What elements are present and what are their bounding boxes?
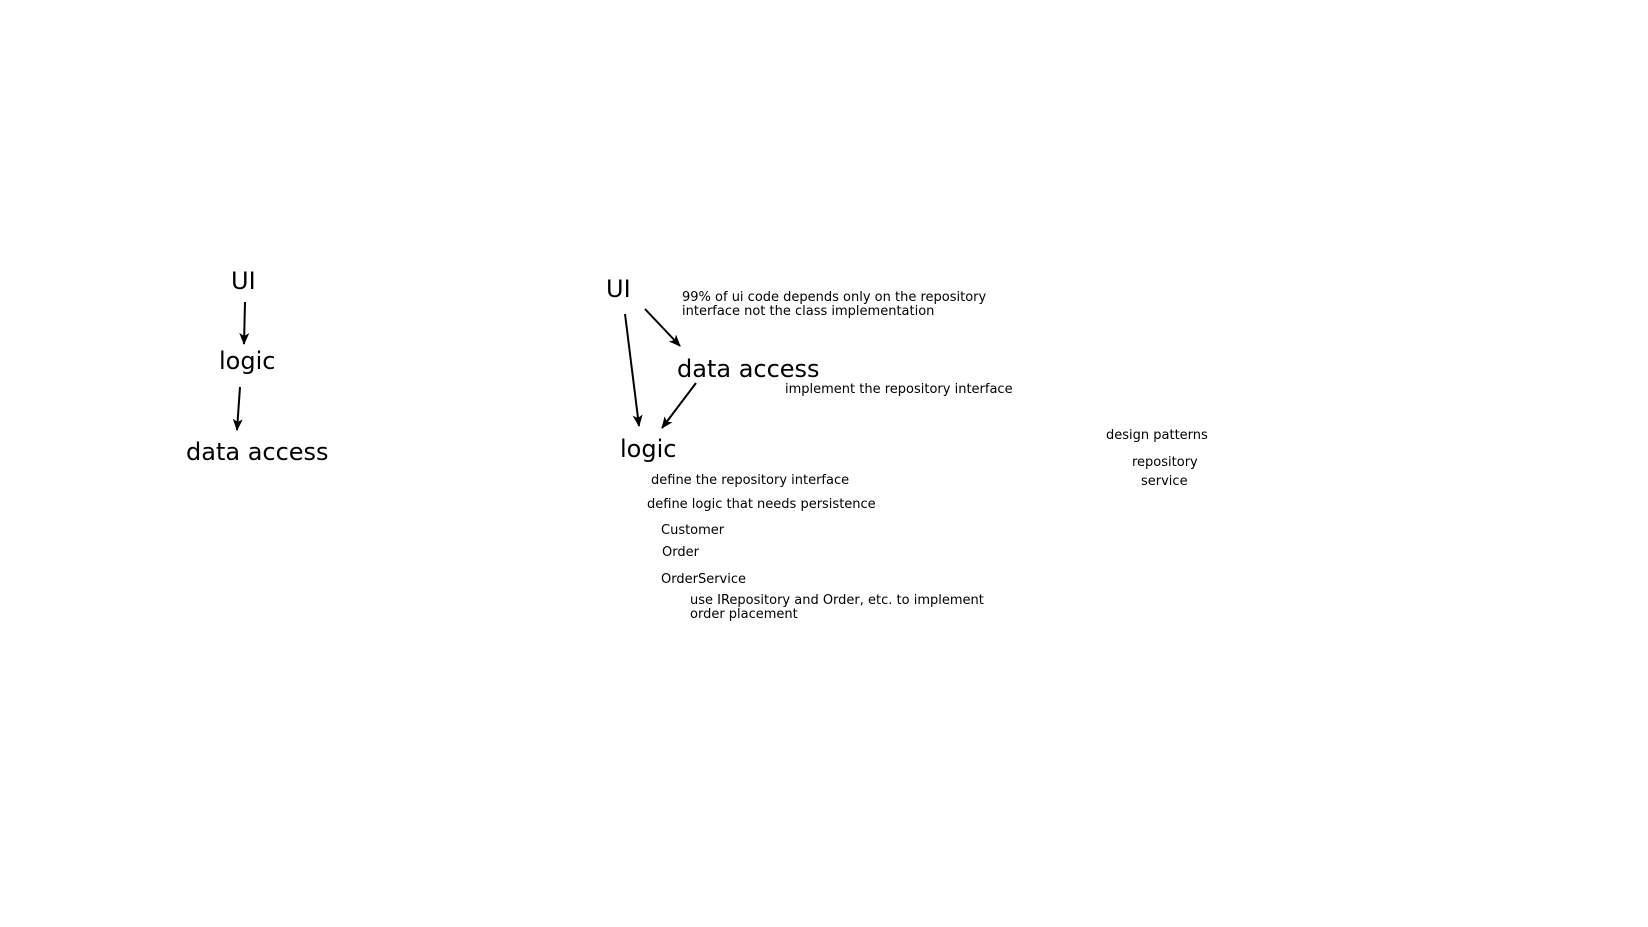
pattern-repository: repository [1132,455,1198,470]
ui-dependency-note-line-2: interface not the class implementation [682,304,935,319]
left-ui-label: UI [231,267,256,295]
pattern-service: service [1141,474,1188,489]
logic-note-repository-interface: define the repository interface [651,473,850,488]
design-patterns-heading: design patterns [1106,428,1208,443]
arrow-ui-to-data-access-right [644,308,681,347]
customer-label: Customer [661,523,725,538]
order-service-note-line-2: order placement [690,607,798,622]
arrow-ui-to-logic-left [239,301,250,345]
order-service-note-line-1: use IRepository and Order, etc. to imple… [690,593,984,608]
order-label: Order [662,545,699,560]
order-service-label: OrderService [661,572,746,587]
data-access-note: implement the repository interface [785,382,1013,397]
order-service-note: use IRepository and Order, etc. to imple… [690,594,984,622]
arrow-data-access-to-logic-right [661,382,697,429]
ui-dependency-note: 99% of ui code depends only on the repos… [682,291,986,319]
arrow-ui-to-logic-right [624,313,643,427]
ui-dependency-note-line-1: 99% of ui code depends only on the repos… [682,290,987,305]
arrow-logic-to-data-access-left [232,386,243,431]
right-logic-label: logic [620,435,677,463]
logic-note-persistence: define logic that needs persistence [647,497,876,512]
right-ui-label: UI [606,275,631,303]
left-logic-label: logic [219,347,276,375]
left-data-access-label: data access [186,438,329,466]
right-data-access-label: data access [677,355,820,383]
